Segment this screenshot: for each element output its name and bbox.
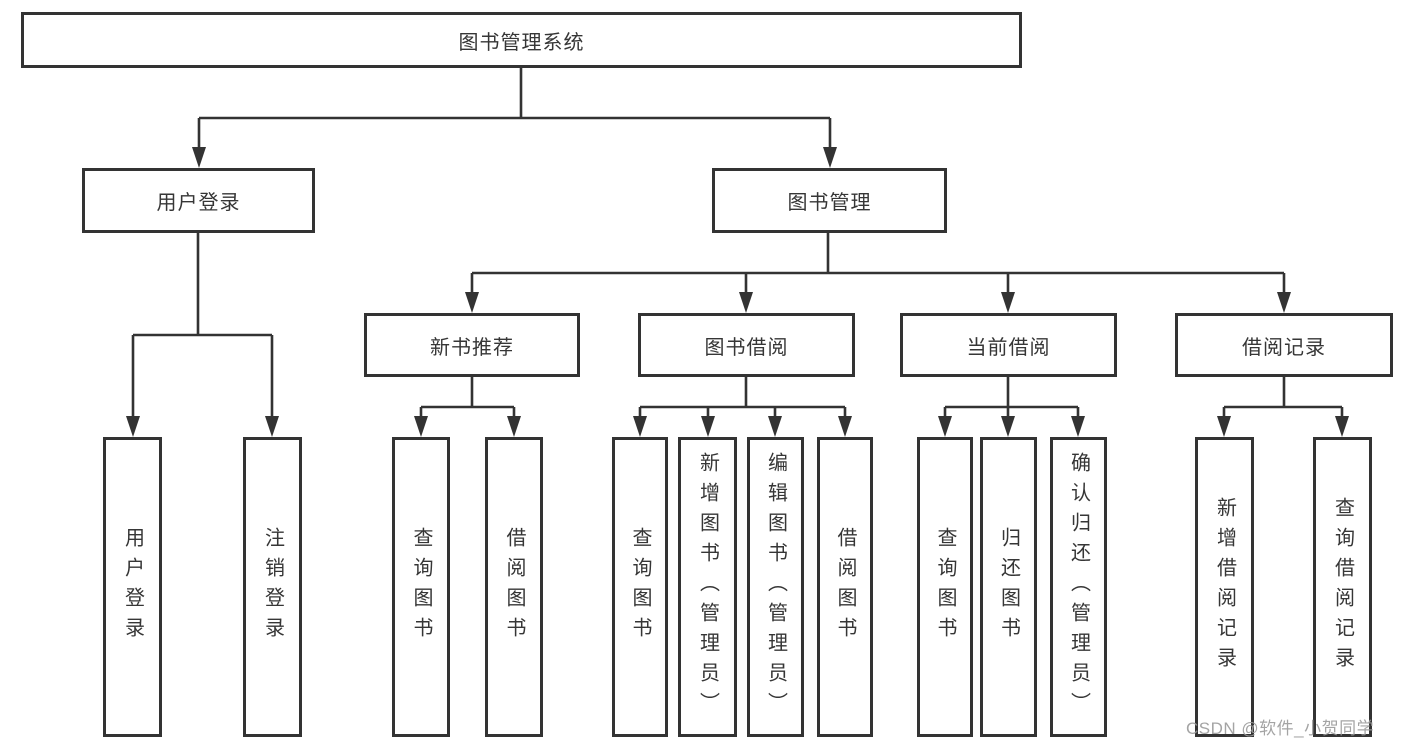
node-book-borrow-label: 图书借阅 bbox=[704, 336, 789, 359]
leaf-query-borrow-record: 查询借阅记录 bbox=[1313, 437, 1372, 737]
leaf-borrow-books-under-book-borrow-label: 借阅图书 bbox=[834, 527, 856, 647]
leaf-add-borrow-record-label: 新增借阅记录 bbox=[1213, 497, 1236, 677]
node-borrow-records: 借阅记录 bbox=[1175, 313, 1393, 377]
leaf-user-login-label: 用户登录 bbox=[121, 527, 144, 647]
connector-book-mgmt-to-level3 bbox=[470, 233, 1286, 294]
node-new-book-recommend: 新书推荐 bbox=[364, 313, 580, 377]
leaf-query-books-under-book-borrow-label: 查询图书 bbox=[629, 527, 651, 647]
leaf-add-borrow-record: 新增借阅记录 bbox=[1195, 437, 1254, 737]
node-root: 图书管理系统 bbox=[21, 12, 1022, 68]
leaf-confirm-return-admin: 确认归还（管理员） bbox=[1050, 437, 1107, 737]
leaf-return-book-label: 归还图书 bbox=[997, 527, 1020, 647]
leaf-return-book: 归还图书 bbox=[980, 437, 1037, 737]
node-current-borrow-label: 当前借阅 bbox=[966, 336, 1051, 359]
node-book-borrow: 图书借阅 bbox=[638, 313, 855, 377]
connector-user-login-to-leaves bbox=[131, 233, 274, 418]
csdn-watermark: CSDN @软件_小贺同学 bbox=[1186, 719, 1375, 738]
leaf-query-books-under-current-borrow-label: 查询图书 bbox=[934, 527, 956, 647]
leaf-query-books-under-new-book: 查询图书 bbox=[392, 437, 450, 737]
leaf-query-books-under-new-book-label: 查询图书 bbox=[410, 527, 432, 647]
connector-book-borrow-to-leaves bbox=[638, 377, 847, 418]
node-user-login: 用户登录 bbox=[82, 168, 315, 233]
connector-new-book-to-leaves bbox=[419, 377, 516, 418]
leaf-query-books-under-current-borrow: 查询图书 bbox=[917, 437, 973, 737]
leaf-borrow-books-under-book-borrow: 借阅图书 bbox=[817, 437, 873, 737]
leaf-user-login: 用户登录 bbox=[103, 437, 162, 737]
leaf-edit-book-admin-label: 编辑图书（管理员） bbox=[764, 452, 787, 722]
leaf-query-borrow-record-label: 查询借阅记录 bbox=[1331, 497, 1354, 677]
leaf-add-book-admin: 新增图书（管理员） bbox=[678, 437, 737, 737]
connector-root-to-level2 bbox=[197, 68, 832, 150]
node-user-login-label: 用户登录 bbox=[156, 192, 241, 214]
arrowheads bbox=[126, 147, 1349, 437]
connector-current-borrow-to-leaves bbox=[943, 377, 1080, 418]
node-current-borrow: 当前借阅 bbox=[900, 313, 1117, 377]
leaf-edit-book-admin: 编辑图书（管理员） bbox=[747, 437, 804, 737]
node-book-management: 图书管理 bbox=[712, 168, 947, 233]
leaf-query-books-under-book-borrow: 查询图书 bbox=[612, 437, 668, 737]
connector-borrow-records-to-leaves bbox=[1222, 377, 1344, 418]
leaf-borrow-books-under-new-book-label: 借阅图书 bbox=[503, 527, 525, 647]
node-new-book-recommend-label: 新书推荐 bbox=[430, 336, 514, 359]
leaf-confirm-return-admin-label: 确认归还（管理员） bbox=[1067, 452, 1090, 722]
node-book-management-label: 图书管理 bbox=[787, 192, 872, 214]
leaf-borrow-books-under-new-book: 借阅图书 bbox=[485, 437, 543, 737]
leaf-add-book-admin-label: 新增图书（管理员） bbox=[696, 452, 719, 722]
node-borrow-records-label: 借阅记录 bbox=[1242, 336, 1326, 359]
leaf-logout-login: 注销登录 bbox=[243, 437, 302, 737]
node-root-label: 图书管理系统 bbox=[458, 31, 585, 54]
leaf-logout-login-label: 注销登录 bbox=[261, 527, 284, 647]
